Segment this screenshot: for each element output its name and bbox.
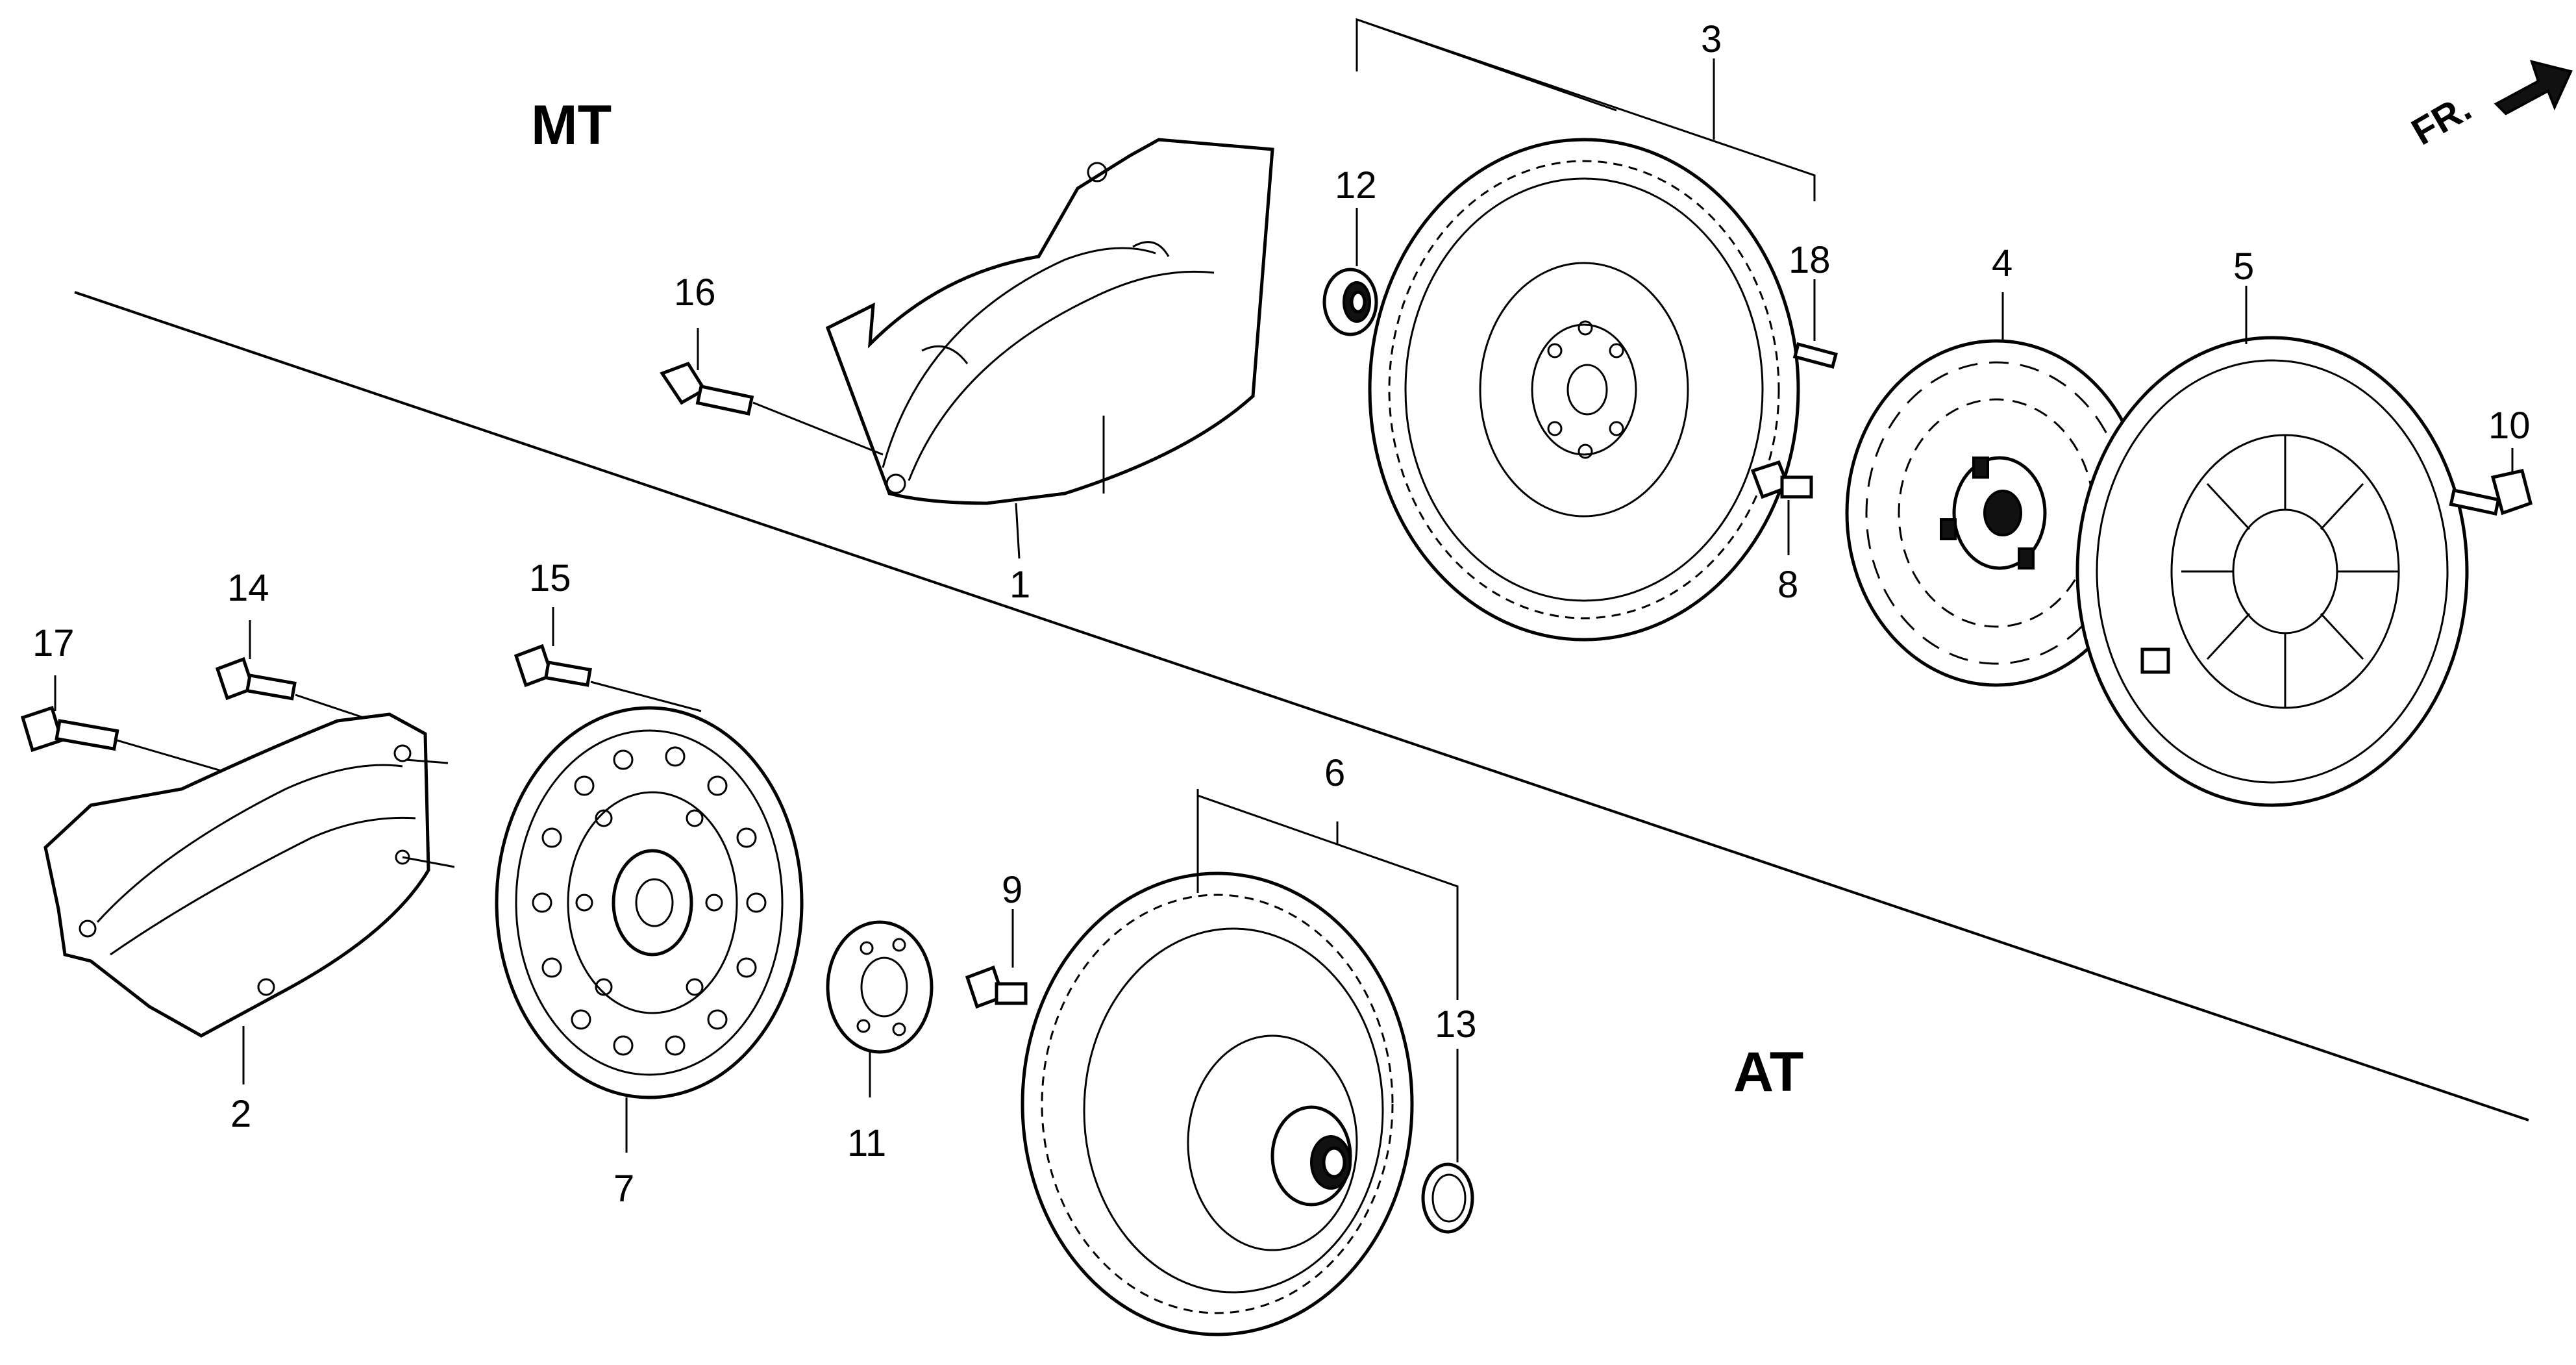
part-1-dust-cover-mt xyxy=(825,138,1274,505)
callout-15: 15 xyxy=(529,557,571,599)
part-3-flywheel xyxy=(1368,138,1800,642)
section-label-mt: MT xyxy=(531,94,612,157)
part-11-washer-plate xyxy=(826,920,934,1054)
callout-8: 8 xyxy=(1777,564,1798,606)
callout-7: 7 xyxy=(613,1168,634,1210)
front-direction-label: FR. xyxy=(2405,86,2478,153)
drive-plate-holes xyxy=(532,746,767,1056)
part-13-o-ring xyxy=(1421,1162,1474,1234)
callout-16: 16 xyxy=(674,271,716,314)
front-direction-indicator: FR. xyxy=(2405,60,2573,153)
part-18-dowel-pin xyxy=(1792,342,1839,369)
part-15-bolt xyxy=(514,644,702,712)
part-2-dust-cover-at xyxy=(43,712,455,1038)
part-9-drive-plate-bolt xyxy=(965,965,1028,1009)
part-8-flywheel-bolt xyxy=(1750,460,1813,499)
part-16-bolt xyxy=(660,361,884,456)
section-divider-line xyxy=(74,291,2529,1121)
callout-14: 14 xyxy=(227,567,269,609)
callout-2: 2 xyxy=(230,1093,251,1135)
callout-10: 10 xyxy=(2488,405,2531,447)
part-17-bolt xyxy=(20,705,273,787)
part-6-torque-converter xyxy=(1021,871,1414,1336)
callout-11: 11 xyxy=(847,1122,886,1164)
part-10-pressure-plate-bolt xyxy=(2449,469,2533,516)
callout-3: 3 xyxy=(1701,18,1722,60)
part-12-pilot-bearing xyxy=(1322,268,1378,336)
section-label-at: AT xyxy=(1733,1041,1803,1103)
part-5-pressure-plate xyxy=(2075,336,2469,807)
callout-4: 4 xyxy=(1992,242,2012,284)
callout-17: 17 xyxy=(32,622,75,664)
callout-13: 13 xyxy=(1435,1003,1477,1046)
part-7-drive-plate xyxy=(495,706,804,1099)
callout-9: 9 xyxy=(1002,869,1022,911)
callout-5: 5 xyxy=(2233,245,2254,288)
part-14-bolt xyxy=(215,657,403,732)
callout-6: 6 xyxy=(1324,752,1345,794)
callout-18: 18 xyxy=(1789,239,1831,281)
part-4-clutch-disc xyxy=(1845,339,2148,687)
callout-12: 12 xyxy=(1335,164,1377,207)
callout-1: 1 xyxy=(1009,564,1030,606)
front-arrow-icon xyxy=(2494,60,2573,116)
